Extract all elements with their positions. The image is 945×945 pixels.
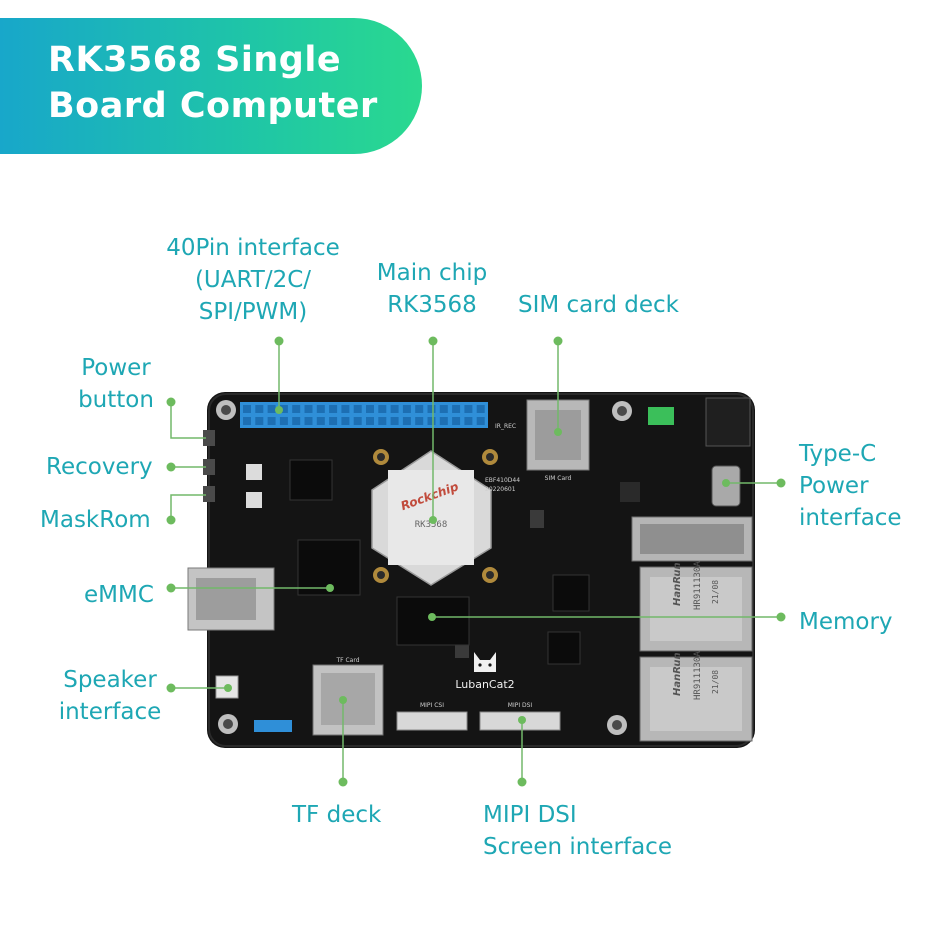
small-connector: [246, 464, 262, 480]
header-pin: [402, 417, 411, 425]
header-pin: [243, 417, 251, 425]
silk-hr911130a: HR911130A: [693, 651, 703, 700]
silk-hanrun: HanRun: [672, 562, 683, 606]
power-button: [203, 430, 215, 446]
label-speaker-interface: Speaker interface: [58, 667, 162, 725]
header-pin: [255, 405, 264, 413]
header-pin: [329, 417, 338, 425]
header-pin: [279, 405, 288, 413]
leader-line: [170, 402, 206, 439]
header-pin: [402, 405, 411, 413]
header-pin: [341, 417, 350, 425]
label-power-button: Power button: [78, 355, 154, 413]
header-pin: [353, 417, 362, 425]
title-line-1: RK3568 Single: [48, 40, 342, 80]
silk-ir-rec: IR_REC: [495, 423, 516, 430]
header-pin: [279, 417, 288, 425]
header-pin: [267, 417, 276, 425]
gpio-40pin-header: [240, 402, 488, 428]
header-pin: [353, 405, 362, 413]
header-pin: [439, 417, 448, 425]
header-pin: [316, 405, 325, 413]
header-pin: [292, 417, 301, 425]
label-tf-deck: TF deck: [292, 802, 382, 828]
ethernet-port: HanRun HR911130A 21/08: [639, 651, 753, 742]
header-pin: [304, 405, 313, 413]
mipi-csi-connector: [396, 711, 468, 731]
uart-header: [254, 720, 292, 732]
header-pin: [366, 417, 374, 425]
title-line-2: Board Computer: [48, 86, 378, 126]
title-banner: RK3568 Single Board Computer: [0, 18, 422, 154]
header-pin: [267, 405, 276, 413]
header-pin: [292, 405, 301, 413]
label-mipi-dsi: MIPI DSI Screen interface: [483, 802, 672, 860]
silk-code-1: EBF410D44: [485, 477, 520, 484]
header-pin: [476, 405, 485, 413]
header-pin: [390, 405, 399, 413]
label-memory: Memory: [799, 609, 893, 635]
silk-code-2: 20220601: [485, 486, 516, 493]
mounting-holes: [216, 400, 632, 735]
label-main-chip: Main chip RK3568: [376, 260, 488, 318]
header-pin: [439, 405, 448, 413]
header-pin: [427, 417, 436, 425]
header-pin: [378, 405, 387, 413]
silk-hanrun: HanRun: [672, 652, 683, 696]
label-emmc: eMMC: [84, 582, 154, 608]
header-pin: [464, 405, 473, 413]
header-pin: [415, 417, 424, 425]
memory-chip: [396, 596, 470, 646]
lubancat-logo: LubanCat2: [455, 652, 515, 691]
leader-line: [170, 494, 206, 520]
silk-date: 21/08: [711, 580, 720, 604]
small-connector: [246, 492, 262, 508]
emmc-chip: [297, 539, 361, 596]
header-pin: [329, 405, 338, 413]
label-sim-card-deck: SIM card deck: [518, 292, 679, 318]
header-pin: [415, 405, 424, 413]
status-led: [648, 407, 674, 425]
header-pin: [316, 417, 325, 425]
header-pin: [452, 417, 461, 425]
ethernet-port: HanRun HR911130A 21/08: [639, 561, 753, 652]
silk-mipi-csi: MIPI CSI: [420, 702, 444, 709]
header-pin: [452, 405, 461, 413]
dc-jack: [705, 397, 751, 447]
header-pin: [378, 417, 387, 425]
ic-chip: [552, 574, 590, 612]
recovery-button: [203, 459, 215, 475]
header-body: [240, 402, 488, 428]
ic-chip: [620, 482, 640, 502]
label-40pin-interface: 40Pin interface (UART/2C/ SPI/PWM): [166, 235, 340, 325]
silk-sim-card: SIM Card: [545, 475, 572, 482]
logo-text: LubanCat2: [455, 678, 514, 691]
header-pin: [427, 405, 436, 413]
silk-mipi-dsi: MIPI DSI: [508, 702, 533, 709]
maskrom-button: [203, 486, 215, 502]
chip-marking-text: RK3568: [415, 520, 448, 530]
leader-dots: [166, 336, 786, 787]
label-recovery: Recovery: [46, 454, 153, 480]
silk-tf-card: TF Card: [335, 657, 359, 664]
silk-date: 21/08: [711, 670, 720, 694]
pcb-board: [207, 392, 755, 748]
header-pin: [390, 417, 399, 425]
silk-hr911130a: HR911130A: [693, 561, 703, 610]
header-pin: [243, 405, 251, 413]
tf-card-deck: TF Card: [312, 657, 384, 736]
header-pin: [255, 417, 264, 425]
header-pin: [341, 405, 350, 413]
header-pin: [366, 405, 374, 413]
header-pin: [476, 417, 485, 425]
label-maskrom: MaskRom: [40, 507, 151, 533]
header-pin: [464, 417, 473, 425]
leader-lines: [170, 341, 781, 782]
label-typec-power-interface: Type-C Power interface: [799, 441, 902, 531]
ic-chip: [547, 631, 581, 665]
header-pin: [304, 417, 313, 425]
ic-chip: [289, 459, 333, 501]
